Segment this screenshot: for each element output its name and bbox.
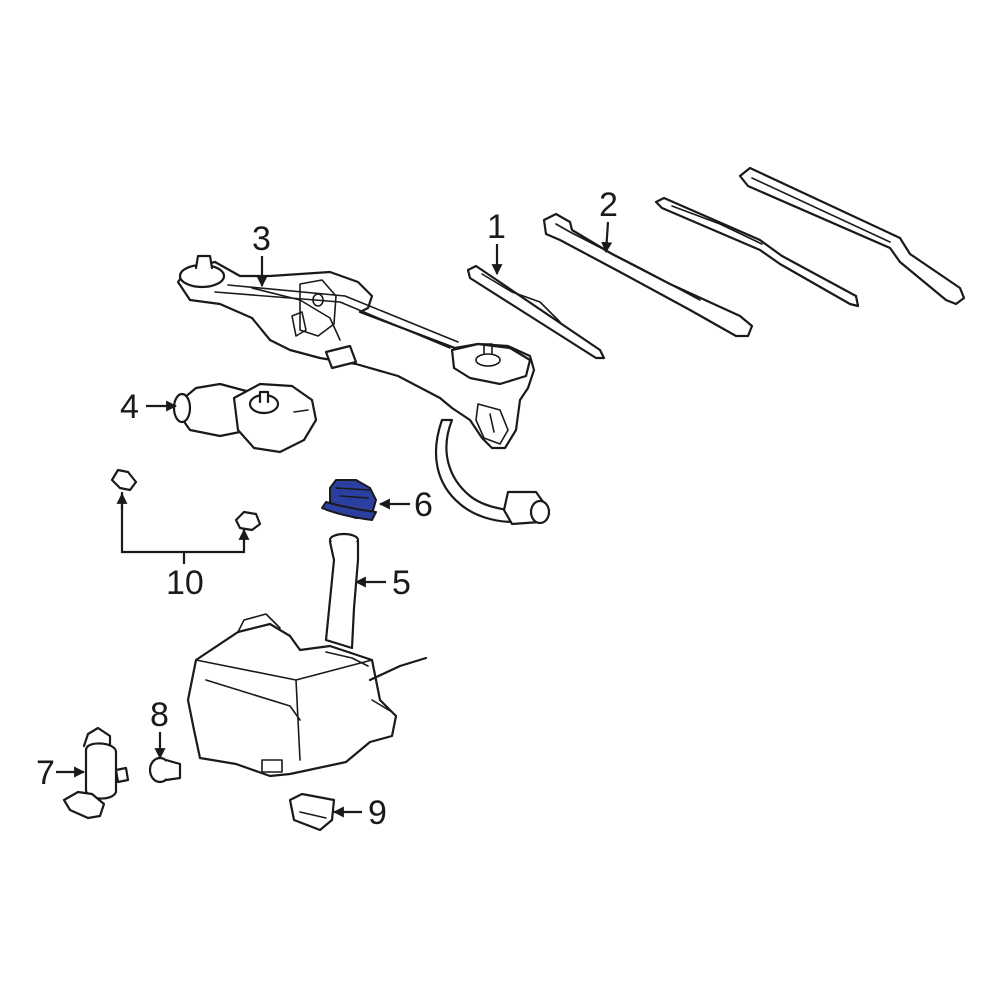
washer-pump-part[interactable] (62, 726, 130, 820)
linkage-cable (434, 418, 551, 526)
grommet-part[interactable] (148, 756, 182, 784)
callout-5: 5 (392, 564, 411, 602)
washer-reservoir (186, 613, 428, 778)
callout-10: 10 (166, 564, 204, 602)
wiper-linkage-part[interactable] (176, 254, 536, 450)
callout-6: 6 (414, 486, 433, 524)
callout-9: 9 (368, 794, 387, 832)
wiper-arm-outline (738, 166, 966, 306)
filler-neck-part[interactable] (324, 532, 360, 650)
pad-part[interactable] (288, 792, 336, 832)
clip-part-upper[interactable] (110, 468, 138, 492)
wiper-blade-part[interactable] (466, 264, 606, 360)
clip-part-lower[interactable] (234, 510, 262, 532)
callout-4: 4 (120, 388, 139, 426)
wiper-blade-outline (654, 196, 860, 308)
callout-labels: 1 2 3 4 5 6 7 8 9 10 (36, 186, 618, 832)
wiper-motor-part[interactable] (172, 382, 318, 454)
callout-8: 8 (150, 696, 169, 734)
callout-7: 7 (36, 754, 55, 792)
reservoir-cap-part[interactable] (321, 479, 377, 521)
callout-3: 3 (252, 220, 271, 258)
callout-leaders (56, 221, 613, 818)
callout-1: 1 (487, 208, 506, 246)
callout-2: 2 (599, 186, 618, 224)
